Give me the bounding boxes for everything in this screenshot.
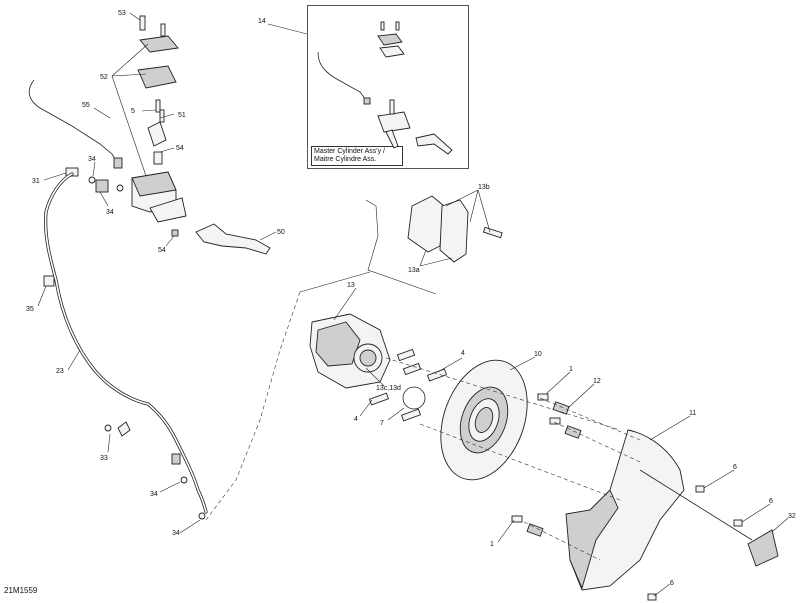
brake-pads-icon	[407, 195, 503, 263]
callout-53: 53	[118, 10, 126, 17]
callout-33: 33	[100, 455, 108, 462]
callout-11: 11	[689, 410, 696, 417]
callout-52: 52	[100, 74, 108, 81]
disc-guard-icon	[565, 429, 685, 591]
callout-50: 50	[277, 229, 285, 236]
fittings	[43, 167, 206, 520]
caliper-icon	[309, 313, 391, 389]
inset-caption-line2: Maitre Cylindre Ass.	[314, 156, 377, 163]
inset-caption: Master Cylinder Ass'y / Maitre Cylindre …	[311, 146, 403, 166]
callout-54a: 54	[176, 145, 184, 152]
caliper-bolts	[368, 348, 448, 422]
callout-13c-13d: 13c,13d	[376, 385, 401, 392]
brake-lever-icon	[195, 223, 271, 255]
inset-caption-line1: Master Cylinder Ass'y /	[314, 148, 385, 155]
drawing-code: 21M1559	[4, 586, 38, 595]
callout-23: 23	[56, 368, 64, 375]
callout-54b: 54	[158, 247, 166, 254]
callout-31: 31	[32, 178, 40, 185]
stud-32	[639, 469, 779, 567]
leader-lines	[37, 12, 789, 597]
callout-34d: 34	[172, 530, 180, 537]
callout-34a: 34	[88, 156, 96, 163]
callout-34c: 34	[150, 491, 158, 498]
callout-1b: 1	[490, 541, 494, 548]
brake-line-55	[28, 79, 123, 169]
callout-7: 7	[380, 420, 384, 427]
master-cylinder-inset-frame	[307, 5, 469, 169]
callout-4a: 4	[461, 350, 465, 357]
callout-14: 14	[258, 18, 266, 25]
callout-35: 35	[26, 306, 34, 313]
assembly-lines	[205, 291, 641, 561]
callout-51: 51	[178, 112, 186, 119]
callout-4b: 4	[354, 416, 358, 423]
leader-14	[267, 23, 308, 35]
pads-bracket	[365, 199, 437, 295]
callout-34b: 34	[106, 209, 114, 216]
o-ring-icon	[402, 386, 426, 410]
brake-hose-icon	[44, 172, 208, 514]
callout-6a: 6	[733, 464, 737, 471]
inset-parts	[317, 21, 453, 155]
brake-disc-icon	[440, 359, 528, 481]
callout-5: 5	[131, 108, 135, 115]
callout-13b: 13b	[478, 184, 490, 191]
spacers	[511, 393, 743, 601]
callout-12: 12	[593, 378, 601, 385]
callout-10: 10	[534, 351, 542, 358]
callout-13: 13	[347, 282, 355, 289]
callout-1a: 1	[569, 366, 573, 373]
callout-55: 55	[82, 102, 90, 109]
callout-32: 32	[788, 513, 796, 520]
master-cylinder-icon	[131, 15, 187, 237]
callout-13a: 13a	[408, 267, 420, 274]
callout-6b: 6	[769, 498, 773, 505]
callout-6c: 6	[670, 580, 674, 587]
